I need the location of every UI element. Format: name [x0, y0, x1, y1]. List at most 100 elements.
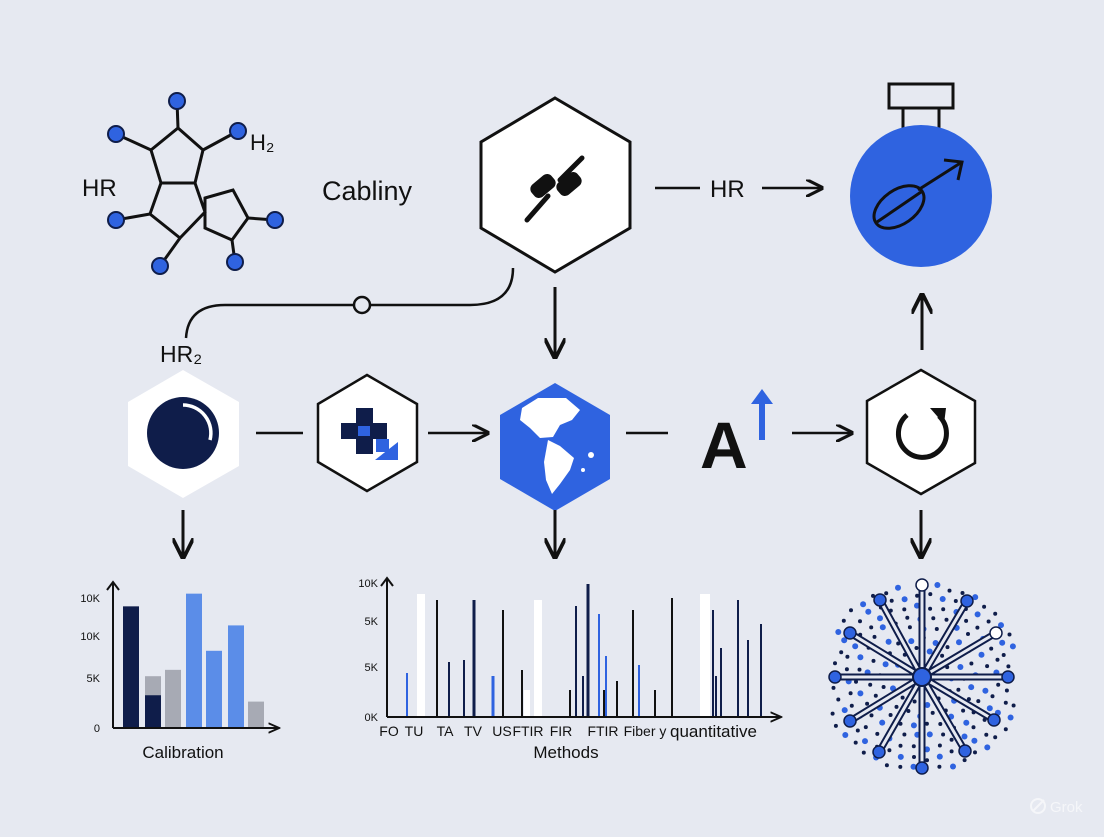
flask-male-symbol-icon	[872, 158, 964, 230]
network-dot	[858, 619, 862, 624]
globe-hexagon	[500, 383, 610, 511]
network-dot	[882, 661, 889, 668]
network-dot	[884, 591, 889, 596]
network-dot	[902, 732, 907, 737]
network-node	[989, 626, 1003, 640]
network-dot	[863, 725, 868, 730]
medical-cross-icon	[341, 408, 398, 460]
network-dot	[869, 625, 874, 630]
network-node	[960, 594, 974, 608]
network-dot	[835, 629, 842, 635]
calibration-ytick-label: 0	[94, 723, 100, 735]
network-dot	[1007, 714, 1014, 721]
calibration-ytick-label: 10K	[80, 593, 100, 605]
network-dot	[839, 650, 844, 655]
network-dot	[831, 685, 836, 690]
network-dot	[849, 608, 853, 613]
network-dot	[830, 711, 835, 716]
watermark: Grok	[1030, 798, 1083, 816]
network-dot	[961, 733, 968, 740]
calibration-bar	[123, 606, 139, 727]
network-spoke-inner	[920, 675, 996, 722]
network-dot	[1004, 688, 1009, 693]
network-node	[843, 714, 857, 728]
network-dot	[934, 627, 939, 631]
network-dot	[879, 624, 886, 631]
lens-hexagon	[128, 370, 239, 498]
calibration-chart: 10K 10K 5K 0 Calibration	[80, 580, 278, 762]
molecule-icon	[107, 92, 284, 275]
network-dot	[934, 582, 941, 588]
network-dot	[976, 699, 981, 704]
network-dot	[1003, 727, 1008, 732]
network-dot	[1009, 643, 1016, 650]
methods-ytick-label: 5K	[365, 662, 379, 674]
network-dot	[1011, 703, 1016, 708]
network-node	[915, 761, 929, 775]
network-dot	[912, 699, 917, 704]
network-spoke-inner	[920, 675, 967, 753]
network-node	[958, 744, 972, 758]
network-dot	[964, 618, 969, 623]
network-dot	[966, 697, 971, 702]
watermark-text: Grok	[1050, 799, 1083, 816]
network-dot	[996, 682, 1001, 687]
network-dot	[1006, 664, 1011, 669]
network-dot	[841, 707, 848, 714]
methods-xtick-label: TV	[464, 723, 483, 739]
network-spoke-inner	[920, 631, 998, 679]
network-dot	[971, 737, 978, 744]
network-dot	[906, 709, 911, 713]
network-dot	[898, 743, 903, 748]
lens-circle-icon	[147, 397, 219, 469]
network-dot	[985, 664, 990, 669]
network-dot	[938, 722, 943, 726]
network-dot	[984, 744, 991, 751]
network-dot	[932, 640, 939, 646]
network-dot	[845, 654, 850, 659]
network-node	[915, 578, 929, 592]
hr2-label: HR₂	[160, 341, 202, 367]
network-dot	[999, 639, 1006, 646]
network-dot	[963, 719, 970, 726]
methods-xlabel: Methods	[533, 743, 598, 762]
network-dot	[860, 601, 867, 608]
cabliny-label: Cabliny	[322, 176, 413, 206]
network-dot	[885, 638, 892, 645]
network-node	[873, 593, 887, 607]
calibration-bar	[145, 695, 161, 727]
network-dot	[900, 695, 905, 700]
network-node	[1001, 670, 1015, 684]
network-dot	[894, 704, 899, 709]
network-center	[912, 667, 932, 687]
network-dot	[944, 617, 949, 622]
grok-logo-icon	[1030, 798, 1046, 814]
network-dot	[972, 594, 979, 601]
network-dot	[924, 702, 931, 708]
network-dot	[989, 646, 994, 651]
network-dot	[953, 599, 958, 603]
methods-bar	[700, 594, 710, 716]
network-dot	[975, 625, 980, 630]
calibration-ytick-label: 10K	[80, 631, 100, 643]
network-dot	[937, 743, 942, 748]
plug-connector-icon	[524, 155, 585, 223]
network-dot	[908, 638, 915, 645]
network-spoke-inner	[920, 599, 969, 679]
network-dot	[956, 639, 962, 646]
network-dot	[857, 690, 864, 697]
network-dot	[902, 607, 907, 612]
network-dot	[947, 588, 952, 593]
network-dot	[868, 682, 873, 687]
network-dot	[925, 758, 929, 763]
calibration-ytick-label: 5K	[87, 673, 101, 685]
calibration-bar	[248, 701, 264, 727]
network-dot	[961, 708, 966, 713]
network-dot	[982, 604, 987, 609]
calibration-xlabel: Calibration	[142, 743, 223, 762]
network-dot	[986, 619, 991, 624]
network-dot	[889, 598, 894, 603]
network-dot	[995, 657, 1000, 662]
